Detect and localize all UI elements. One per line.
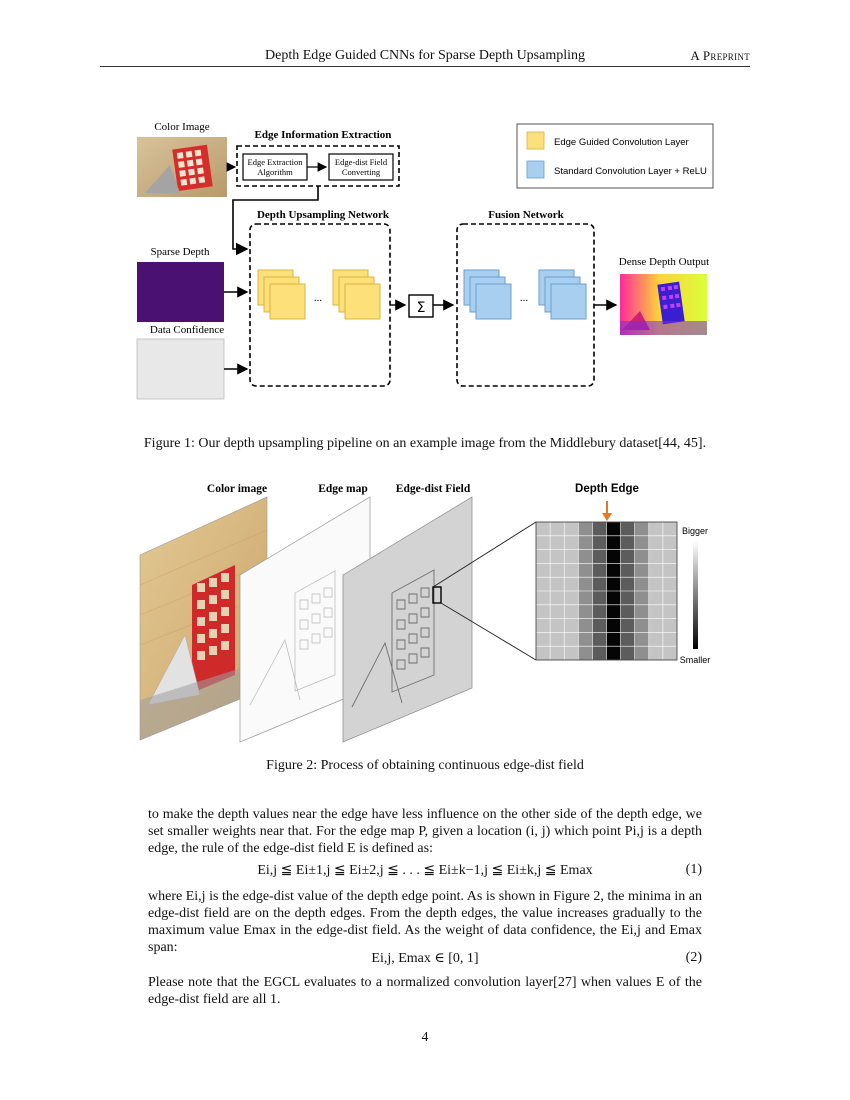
depth-edge-arrowhead [602, 513, 612, 521]
header-label: A Preprint [690, 48, 750, 63]
layers-ellipsis-2: ... [520, 292, 529, 304]
header-title: Depth Edge Guided CNNs for Sparse Depth … [265, 48, 586, 63]
standard-layers-right [538, 269, 587, 320]
scale-label-bigger: Bigger [682, 526, 708, 536]
scale-bar [693, 541, 698, 649]
equation-1-number: (1) [685, 862, 702, 877]
standard-layers-left [463, 269, 512, 320]
legend-swatch-edge-guided [526, 131, 545, 150]
legend-standard: Standard Convolution Layer + ReLU [554, 166, 707, 177]
edge-extraction-step [242, 153, 308, 181]
edge-dist-field-step [328, 153, 394, 181]
edge-guided-layers-left [257, 269, 306, 320]
edge-guided-layers-right [332, 269, 381, 320]
figure-2-caption: Figure 2: Process of obtaining continuou… [266, 758, 584, 773]
scale-label-smaller: Smaller [680, 655, 711, 665]
running-header: Depth Edge Guided CNNs for Sparse Depth … [100, 48, 750, 67]
figure-1-caption: Figure 1: Our depth upsampling pipeline … [143, 436, 707, 451]
fusion-title: Fusion Network [488, 209, 564, 221]
equation-1: Ei,j ≦ Ei±1,j ≦ Ei±2,j ≦ . . . ≦ Ei±k−1,… [148, 862, 702, 882]
label-color-image: Color Image [154, 121, 209, 133]
zoom-line-bottom [440, 602, 537, 661]
color-image-thumbnail [137, 137, 227, 197]
step1-line1: Edge Extraction [248, 157, 304, 167]
layers-ellipsis-1: ... [314, 292, 323, 304]
figure-2-edge-dist: Color image Edge map Edge-dist Field Dep… [139, 483, 711, 743]
grid-border [535, 521, 678, 661]
paragraph-3: Please note that the EGCL evaluates to a… [148, 975, 702, 1007]
paragraph-2: where Ei,j is the edge-dist value of the… [148, 889, 702, 955]
edge-to-upsampling-arrow [232, 186, 319, 256]
edge-extraction-title: Edge Information Extraction [255, 129, 392, 141]
legend-edge-guided: Edge Guided Convolution Layer [554, 137, 689, 148]
edge-dist-field-plane [342, 496, 473, 743]
step2-line1: Edge-dist Field [335, 157, 388, 167]
label-fig2-color-image: Color image [207, 483, 267, 495]
zoomed-edge-dist-grid [535, 521, 678, 661]
confidence-thumbnail [136, 338, 225, 400]
equation-2-body: Ei,j, Emax ∈ [0, 1] [371, 951, 479, 966]
equation-1-body: Ei,j ≦ Ei±1,j ≦ Ei±2,j ≦ . . . ≦ Ei±k−1,… [257, 863, 593, 878]
label-sparse-depth: Sparse Depth [151, 246, 210, 258]
label-data-confidence: Data Confidence [150, 324, 224, 336]
sum-symbol: Σ [417, 300, 426, 316]
zoom-line-top [432, 521, 537, 588]
label-fig2-edge-map: Edge map [318, 483, 368, 495]
zoom-region [432, 586, 442, 604]
color-image-plane [139, 496, 268, 741]
equation-2-number: (2) [685, 950, 702, 965]
equation-2: Ei,j, Emax ∈ [0, 1] (2) [148, 950, 702, 970]
paragraph-1: to make the depth values near the edge h… [148, 807, 702, 856]
legend-swatch-standard [526, 160, 545, 179]
label-fig2-edge-dist-field: Edge-dist Field [396, 483, 471, 495]
step1-line2: Algorithm [257, 167, 293, 177]
page-number: 4 [421, 1030, 429, 1045]
label-dense-depth-output: Dense Depth Output [619, 256, 709, 268]
figure-1-pipeline: Color Image Edge Information Extraction … [136, 121, 714, 400]
sparse-depth-thumbnail [137, 262, 224, 322]
step2-line2: Converting [342, 167, 381, 177]
legend-box [516, 123, 714, 189]
upsampling-title: Depth Upsampling Network [257, 209, 390, 221]
sum-node [408, 294, 434, 318]
dense-depth-thumbnail [620, 274, 707, 335]
label-depth-edge: Depth Edge [575, 483, 639, 495]
